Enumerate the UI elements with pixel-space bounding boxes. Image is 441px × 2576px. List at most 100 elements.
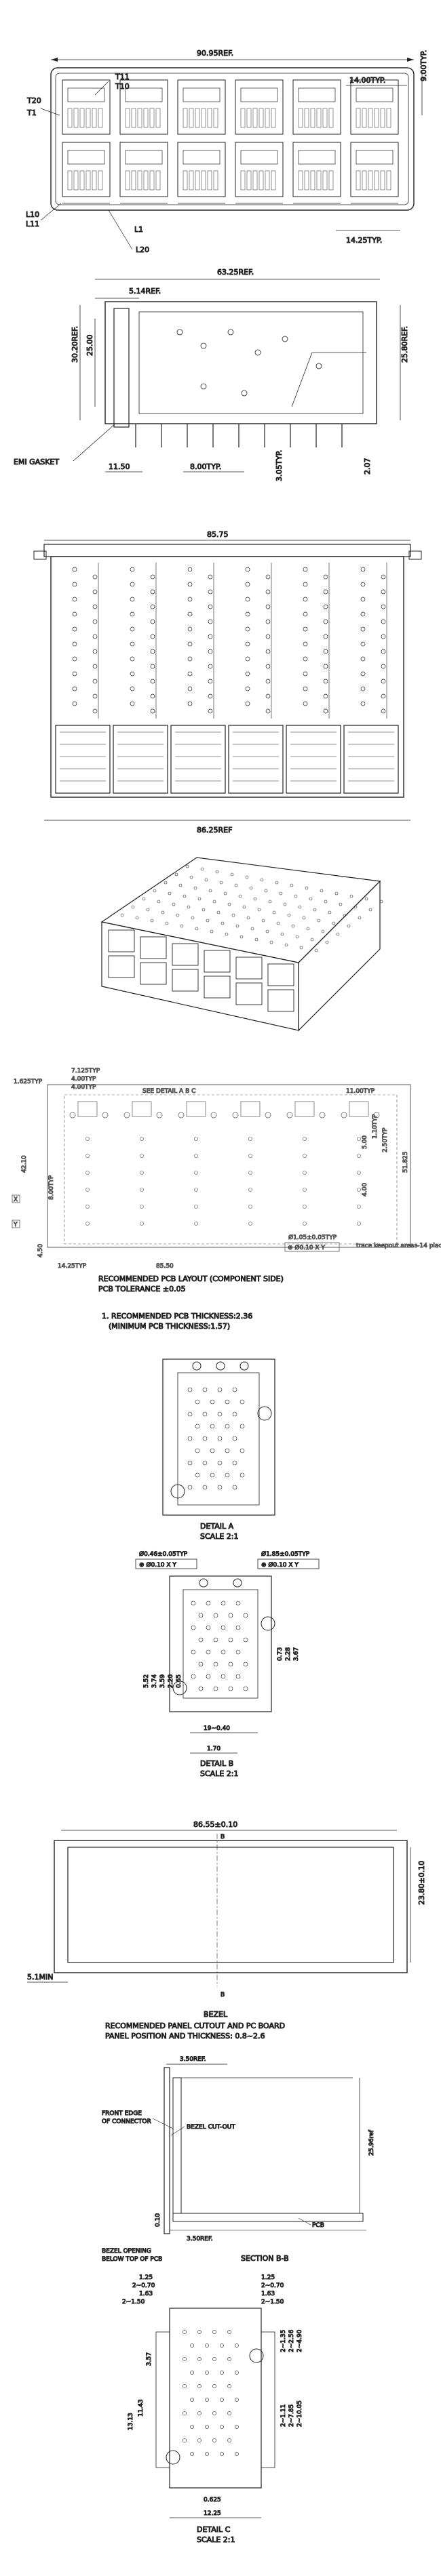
contact-hole <box>227 2357 231 2361</box>
pcb-hole <box>248 1154 252 1158</box>
pcb-hole <box>194 1171 198 1175</box>
contact-hole <box>212 2357 216 2361</box>
port-contact <box>265 108 270 128</box>
iso-dot <box>212 900 216 904</box>
callout-t20: T20 <box>26 96 41 105</box>
pcb-see-detail: SEE DETAIL A B C <box>142 1088 195 1095</box>
callout-t1: T1 <box>26 108 37 117</box>
port-contact <box>149 170 155 190</box>
port-contact <box>213 108 218 128</box>
vent-dot <box>381 634 386 639</box>
vent-dot <box>381 574 386 580</box>
section-title: SECTION B-B <box>241 2254 289 2263</box>
iso-dot <box>358 916 362 920</box>
vent-dot <box>150 679 155 684</box>
dim-top-width: 85.75 <box>207 530 229 539</box>
contact-hole <box>243 1613 248 1618</box>
port-contact <box>322 170 328 190</box>
contact-hole <box>205 2371 209 2375</box>
iso-dot <box>176 913 180 917</box>
pcb-hole <box>303 1222 307 1226</box>
top-body <box>50 556 404 798</box>
front-view: 90.95REF. 14.00TYP. 9.00TYP. T20 T1 T11 … <box>26 49 429 255</box>
iso-dot <box>310 938 314 942</box>
pcb-dim-3: 4.00TYP <box>71 1076 96 1083</box>
vent-hole <box>227 329 234 336</box>
detail-c-l3: 3.57 <box>146 2352 153 2366</box>
top-port-fronts <box>55 725 399 794</box>
pcb-hole <box>194 1205 198 1209</box>
contact-hole <box>228 1662 233 1667</box>
dim-side-length: 63.25REF. <box>217 268 254 277</box>
contact-hole <box>228 1686 233 1691</box>
contact-hole <box>205 2398 209 2402</box>
iso-dot <box>242 905 246 909</box>
contact-hole <box>197 2330 202 2334</box>
detail-b-hole-right: Ø1.85±0.05TYP <box>261 1550 310 1558</box>
vent-dot <box>323 634 328 639</box>
pcb-dim-11: 51.825 <box>402 1152 409 1173</box>
port-contact <box>143 108 149 128</box>
pcb-hole <box>248 1171 252 1175</box>
iso-dot <box>272 910 276 914</box>
vent-hole <box>176 329 183 336</box>
contact-hole <box>220 2398 224 2402</box>
vent-dot <box>150 693 155 699</box>
vent-dot <box>245 626 250 632</box>
iso-port <box>204 950 231 973</box>
vent-dot <box>323 649 328 654</box>
port-contact <box>125 170 130 190</box>
pcb-dim-14: 5.00 <box>362 1135 368 1149</box>
contact-hole <box>220 2425 224 2429</box>
detail-b-tol-left: ⊕ Ø0.10 X Y <box>139 1561 176 1569</box>
vent-dot <box>72 611 77 617</box>
vent-dot <box>360 597 366 602</box>
side-view: 63.25REF. 5.14REF. 30.20REF. 25.00 25.80… <box>14 268 410 482</box>
port-contact <box>183 170 188 190</box>
contact-hole <box>225 1399 230 1405</box>
port-front <box>286 725 341 794</box>
contact-hole <box>232 1411 237 1417</box>
port-contact <box>137 170 142 190</box>
vent-dot <box>360 626 366 632</box>
port-latch <box>240 87 278 102</box>
iso-dot <box>321 929 325 933</box>
port-contact <box>362 170 367 190</box>
vent-hole <box>254 349 261 356</box>
vent-dot <box>265 589 271 595</box>
iso-port <box>172 943 199 966</box>
pcb-hole <box>357 1171 361 1175</box>
vent-dot <box>130 671 135 677</box>
port-contact <box>252 108 258 128</box>
contact-hole <box>213 1686 218 1691</box>
port-cavity <box>62 142 111 197</box>
iso-dot <box>231 913 235 917</box>
contact-hole <box>183 2384 187 2388</box>
pcb-pad-group <box>186 1101 206 1117</box>
iso-dot <box>223 891 227 895</box>
vent-dot <box>130 582 135 587</box>
panel-dim-min: 5.1MIN <box>27 1973 53 1981</box>
detail-b-hole-left: Ø0.46±0.05TYP <box>139 1550 188 1558</box>
contact-hole <box>228 1637 233 1643</box>
vent-dot <box>303 611 308 617</box>
contact-hole <box>210 1399 215 1405</box>
iso-dot <box>165 921 169 925</box>
section-dim-top: 3.50REF. <box>180 2056 206 2063</box>
pcb-hole <box>303 1171 307 1175</box>
detail-b-dim-l5: 0.65 <box>176 1674 183 1688</box>
vent-dot <box>150 634 155 639</box>
iso-dot <box>180 924 184 928</box>
pcb-dim-1: 1.625TYP <box>14 1079 43 1085</box>
isometric-view <box>100 857 383 1032</box>
iso-dot <box>268 900 272 904</box>
port-cavity <box>177 142 226 197</box>
iso-dot <box>254 938 258 942</box>
port-latch <box>67 87 105 102</box>
port-contact <box>316 108 322 128</box>
iso-dot <box>250 927 254 931</box>
vent-dot <box>72 582 77 587</box>
detail-c-r1: 2~1.35 <box>280 2330 287 2352</box>
detail-c-l2: 11.43 <box>138 2399 145 2417</box>
pcb-hole <box>194 1188 198 1192</box>
